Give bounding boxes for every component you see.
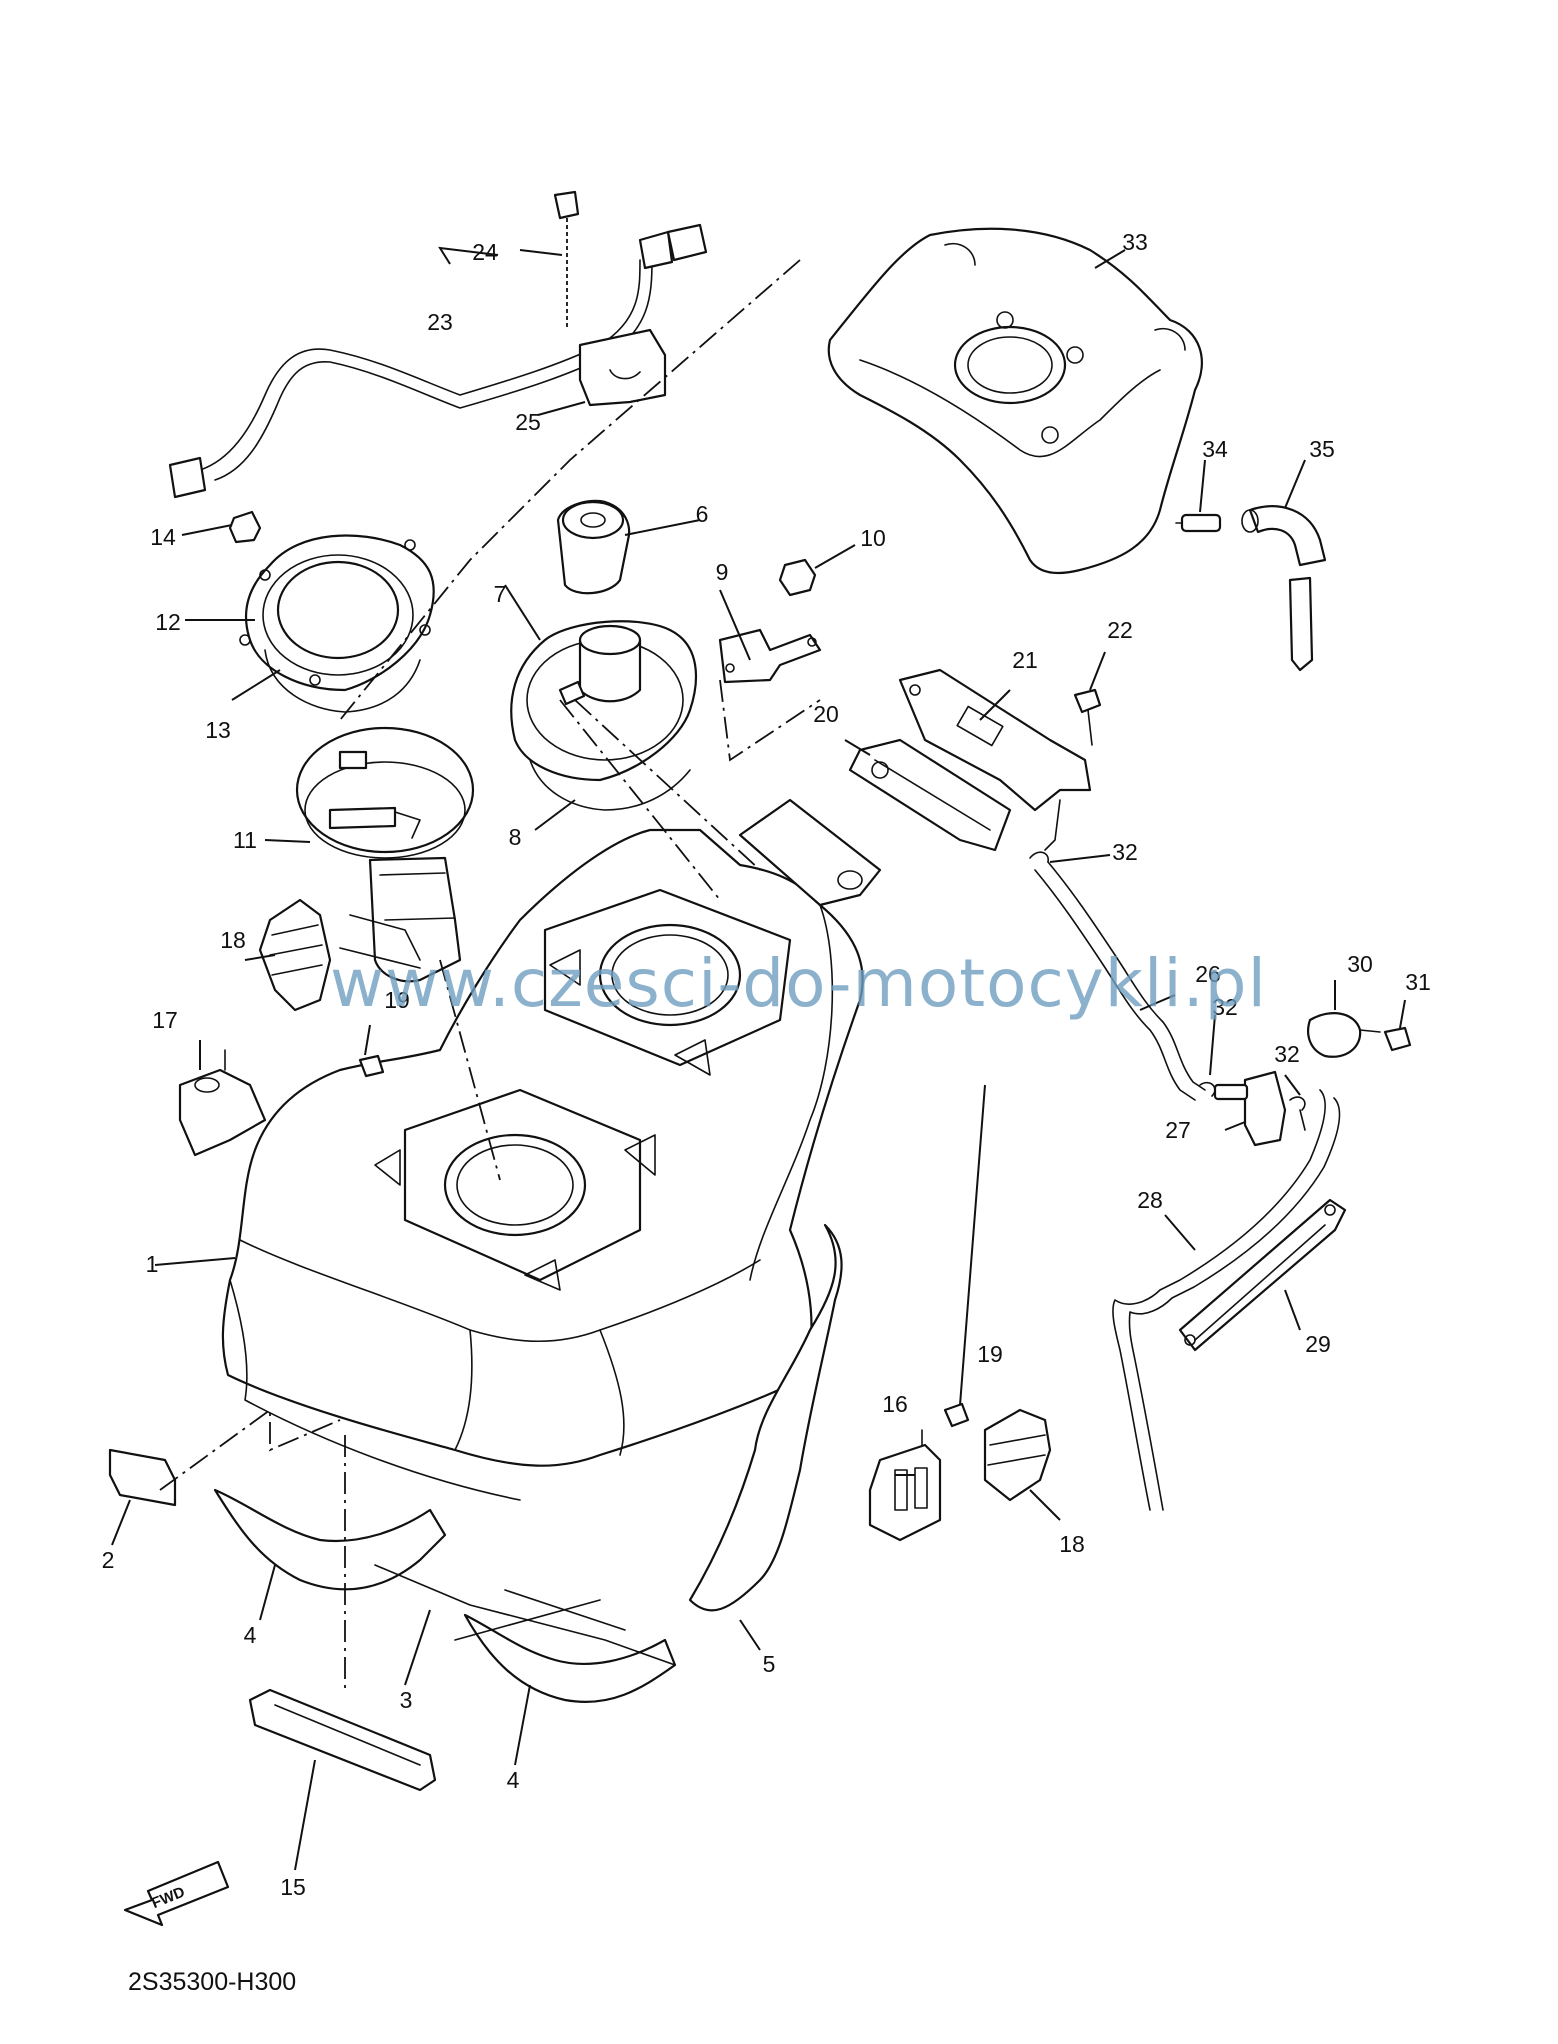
protector-29 [1178, 1198, 1347, 1352]
callout-4-upper: 4 [244, 1622, 257, 1648]
valve-27 [1213, 1070, 1287, 1147]
assembly-lines [159, 259, 821, 1690]
callouts: 1 2 3 4 4 5 6 7 8 9 10 11 12 13 14 15 16… [102, 229, 1431, 1900]
bracket-9 [718, 628, 822, 684]
callout-12: 12 [155, 609, 181, 635]
tank-cover [827, 227, 1203, 575]
pad-15 [248, 1688, 437, 1792]
clip-25 [578, 328, 667, 407]
hose-28 [1112, 1089, 1341, 1511]
clip-32c [1289, 1096, 1306, 1131]
callout-35: 35 [1309, 436, 1335, 462]
leader-lines [111, 246, 1406, 1871]
bolt-19b [943, 1402, 970, 1428]
bolt-19a [358, 1054, 385, 1078]
callout-27: 27 [1165, 1117, 1191, 1143]
callout-11: 11 [233, 827, 257, 853]
callout-7: 7 [494, 581, 507, 607]
pad-2 [108, 1448, 177, 1507]
callout-19-upper: 19 [384, 987, 410, 1013]
fitting-34 [1175, 513, 1222, 533]
callout-18-lower: 18 [1059, 1531, 1085, 1557]
callout-26: 26 [1195, 961, 1221, 987]
callout-33: 33 [1122, 229, 1148, 255]
callout-29: 29 [1305, 1331, 1331, 1357]
callout-6: 6 [696, 501, 709, 527]
breather-hose-26 [1034, 861, 1206, 1101]
chain-24 [553, 190, 580, 330]
clip-32a [1029, 851, 1049, 863]
fuel-pump [295, 726, 475, 983]
bolt-14 [228, 510, 262, 544]
callout-14: 14 [150, 524, 176, 550]
side-cover [688, 1223, 843, 1612]
clamp-30 [1307, 1012, 1381, 1058]
fuel-tank [221, 798, 882, 1501]
callout-15: 15 [280, 1874, 306, 1900]
damper-16 [868, 1429, 942, 1542]
pump-ring-gasket [239, 534, 435, 713]
callout-13: 13 [205, 717, 231, 743]
callout-21: 21 [1012, 647, 1038, 673]
bolt-22 [1073, 688, 1102, 746]
clip-32b [1199, 1081, 1216, 1097]
callout-31: 31 [1405, 969, 1431, 995]
callout-10: 10 [860, 525, 886, 551]
damper-18a [258, 898, 332, 1012]
callout-1: 1 [146, 1251, 159, 1277]
callout-4-lower: 4 [507, 1767, 520, 1793]
callout-28: 28 [1137, 1187, 1163, 1213]
callout-32-upper: 32 [1112, 839, 1138, 865]
callout-23: 23 [427, 309, 453, 335]
callout-34: 34 [1202, 436, 1228, 462]
watermark: www.czesci-do-motocykli.pl [330, 945, 1267, 1022]
diagram-code: 2S35300-H300 [128, 1968, 297, 1996]
callout-19-lower: 19 [977, 1341, 1003, 1367]
callout-24: 24 [472, 239, 498, 265]
bolt-31 [1383, 1026, 1412, 1052]
fwd-arrow-icon: FWD [123, 1860, 230, 1927]
callout-5: 5 [763, 1651, 776, 1677]
heat-shield-lower [213, 1488, 677, 1704]
damper-18b [983, 1408, 1052, 1502]
callout-16: 16 [882, 1391, 908, 1417]
callout-30: 30 [1347, 951, 1373, 977]
filler-cap [556, 499, 631, 595]
callout-3: 3 [400, 1687, 413, 1713]
callout-25: 25 [515, 409, 541, 435]
callout-8: 8 [509, 824, 522, 850]
callout-2: 2 [102, 1547, 115, 1573]
callout-20: 20 [813, 701, 839, 727]
hose-35 [1241, 505, 1327, 672]
bracket-20 [848, 738, 1012, 852]
callout-9: 9 [716, 559, 729, 585]
damper-17 [178, 1049, 267, 1157]
callout-32-right: 32 [1274, 1041, 1300, 1067]
callout-17: 17 [152, 1007, 178, 1033]
callout-18-upper: 18 [220, 927, 246, 953]
callout-22: 22 [1107, 617, 1133, 643]
bolt-10 [778, 558, 817, 597]
filler-neck [510, 620, 698, 811]
callout-32-middle: 32 [1212, 994, 1238, 1020]
